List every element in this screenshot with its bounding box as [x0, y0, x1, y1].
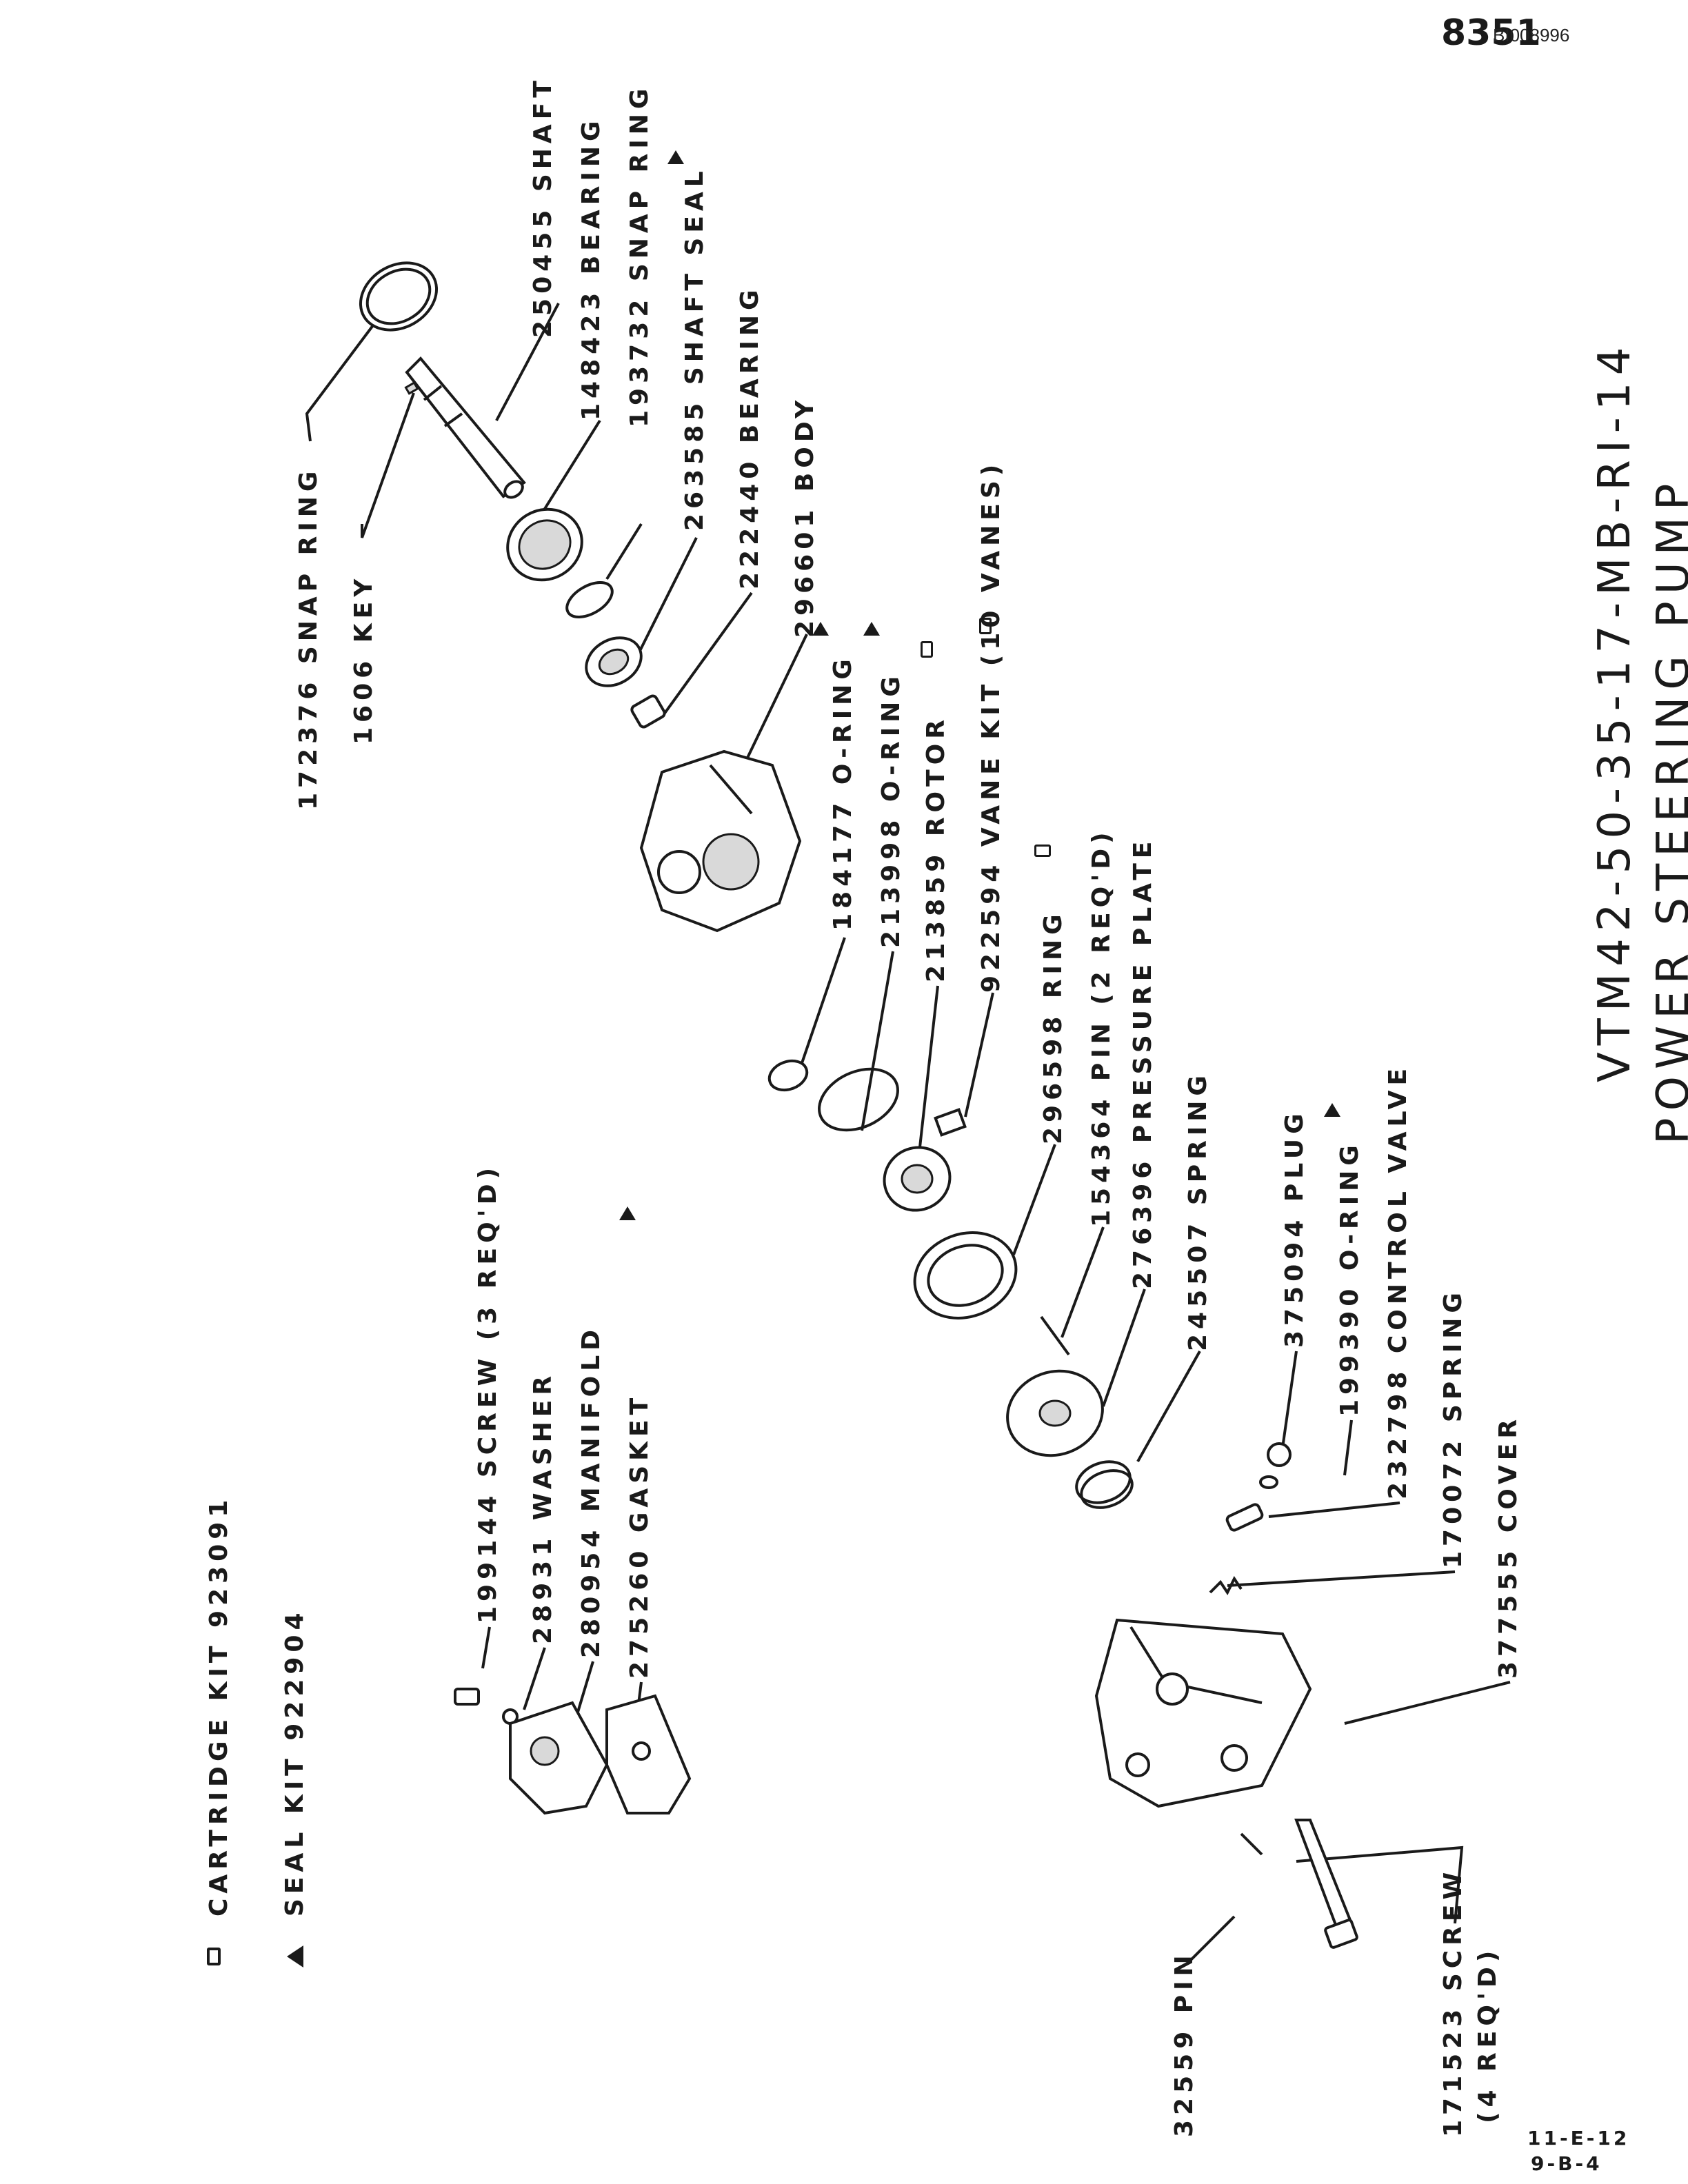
label-213998-o-ring: 213998 O-RING: [877, 671, 905, 948]
label-172376-snap-ring: 172376 SNAP RING: [294, 466, 323, 810]
label-171523-screw: 171523 SCREW: [1439, 1867, 1467, 2137]
part-manifold-280954: [509, 1701, 609, 1815]
label-170072-spring: 170072 SPRING: [1439, 1288, 1467, 1568]
label-222440-bearing: 222440 BEARING: [736, 285, 764, 589]
seal-kit-marker-184177: [812, 622, 829, 636]
footer-code-2: 9-B-4: [1531, 2152, 1602, 2175]
part-control-valve-232798: [1225, 1503, 1264, 1532]
part-spring-245507: [1075, 1460, 1134, 1509]
part-o-ring-213998: [818, 1067, 899, 1132]
part-gasket-275260: [605, 1694, 692, 1814]
part-o-ring-184177: [767, 1059, 809, 1092]
label-184177-o-ring: 184177 O-RING: [829, 654, 857, 931]
legend-cartridge-kit: CARTRIDGE KIT 923091: [205, 1495, 233, 1917]
leader-lines: [305, 288, 1511, 1966]
part-screw-199144: [454, 1688, 480, 1706]
label-276396-pressure-plate: 276396 PRESSURE PLATE: [1129, 836, 1157, 1289]
seal-kit-marker-199390: [1324, 1103, 1340, 1117]
label-296598-ring: 296598 RING: [1039, 909, 1067, 1144]
part-spring-170072: [1209, 1576, 1243, 1595]
label-1606-key: 1606 KEY: [350, 574, 378, 745]
title-model-number: VTM42-50-35-17-MB-RI-14: [1589, 340, 1640, 1082]
label-296601-body: 296601 BODY: [791, 395, 819, 638]
part-shaft-seal-263585: [585, 636, 643, 687]
legend-triangle-icon: [287, 1945, 303, 1968]
cartridge-kit-marker-922594: [979, 618, 992, 634]
label-275260-gasket: 275260 GASKET: [625, 1393, 654, 1679]
label-154364-pin: 154364 PIN (2 REQ'D): [1087, 827, 1116, 1227]
label-148423-bearing: 148423 BEARING: [577, 116, 605, 421]
cartridge-kit-marker-213859: [921, 641, 933, 658]
label-199390-o-ring: 199390 O-RING: [1336, 1140, 1364, 1417]
label-28931-washer: 28931 WASHER: [529, 1371, 557, 1644]
part-pin-154364: [1040, 1315, 1070, 1356]
label-232798-control-valve: 232798 CONTROL VALVE: [1384, 1063, 1412, 1499]
part-body-296601: [639, 749, 802, 933]
document-id: BI008996: [1493, 25, 1570, 46]
label-280954-manifold: 280954 MANIFOLD: [577, 1324, 605, 1658]
part-pressure-plate-276396: [1006, 1369, 1104, 1457]
label-245507-spring: 245507 SPRING: [1184, 1071, 1212, 1351]
title-pump-name: POWER STEERING PUMP: [1648, 476, 1688, 1145]
seal-kit-marker-263585: [667, 150, 684, 164]
part-cover-377555: [1094, 1618, 1312, 1808]
part-pin-32559: [1240, 1832, 1263, 1856]
label-922594-vane-kit: 922594 VANE KIT (10 VANES): [977, 459, 1005, 993]
footer-code-1: 11-E-12: [1527, 2127, 1630, 2150]
part-vane-kit-922594: [934, 1108, 967, 1137]
seal-kit-marker-275260: [619, 1206, 636, 1220]
label-375094-plug: 375094 PLUG: [1280, 1109, 1309, 1348]
legend-seal-kit: SEAL KIT 922904: [281, 1608, 309, 1917]
legend-square-icon: [207, 1948, 221, 1965]
label-250455-shaft: 250455 SHAFT: [529, 76, 557, 338]
part-rotor-213859: [883, 1146, 952, 1212]
label-263585-shaft-seal: 263585 SHAFT SEAL: [681, 166, 709, 531]
seal-kit-marker-213998: [863, 622, 880, 636]
part-ring-296598: [913, 1231, 1018, 1320]
part-o-ring-199390: [1259, 1475, 1278, 1489]
part-plug-375094: [1267, 1442, 1292, 1467]
label-213859-rotor: 213859 ROTOR: [922, 714, 950, 982]
label-377555-cover: 377555 COVER: [1494, 1414, 1523, 1679]
label-193732-snap-ring: 193732 SNAP RING: [625, 83, 654, 427]
sheet-number: 8351: [1441, 12, 1541, 54]
label-32559-pin: 32559 PIN: [1170, 1950, 1198, 2137]
label-199144-screw: 199144 SCREW (3 REQ'D): [474, 1162, 502, 1624]
part-shaft-250455: [405, 356, 526, 499]
part-snap-ring-193732: [565, 581, 614, 618]
part-bearing-222440: [630, 694, 666, 729]
part-snap-ring-172376: [359, 261, 439, 332]
cartridge-kit-marker-296598: [1034, 845, 1051, 857]
label-171523-qty: (4 REQ'D): [1474, 1945, 1502, 2123]
part-bearing-148423: [506, 507, 583, 582]
part-screw-171523: [1294, 1819, 1358, 1949]
